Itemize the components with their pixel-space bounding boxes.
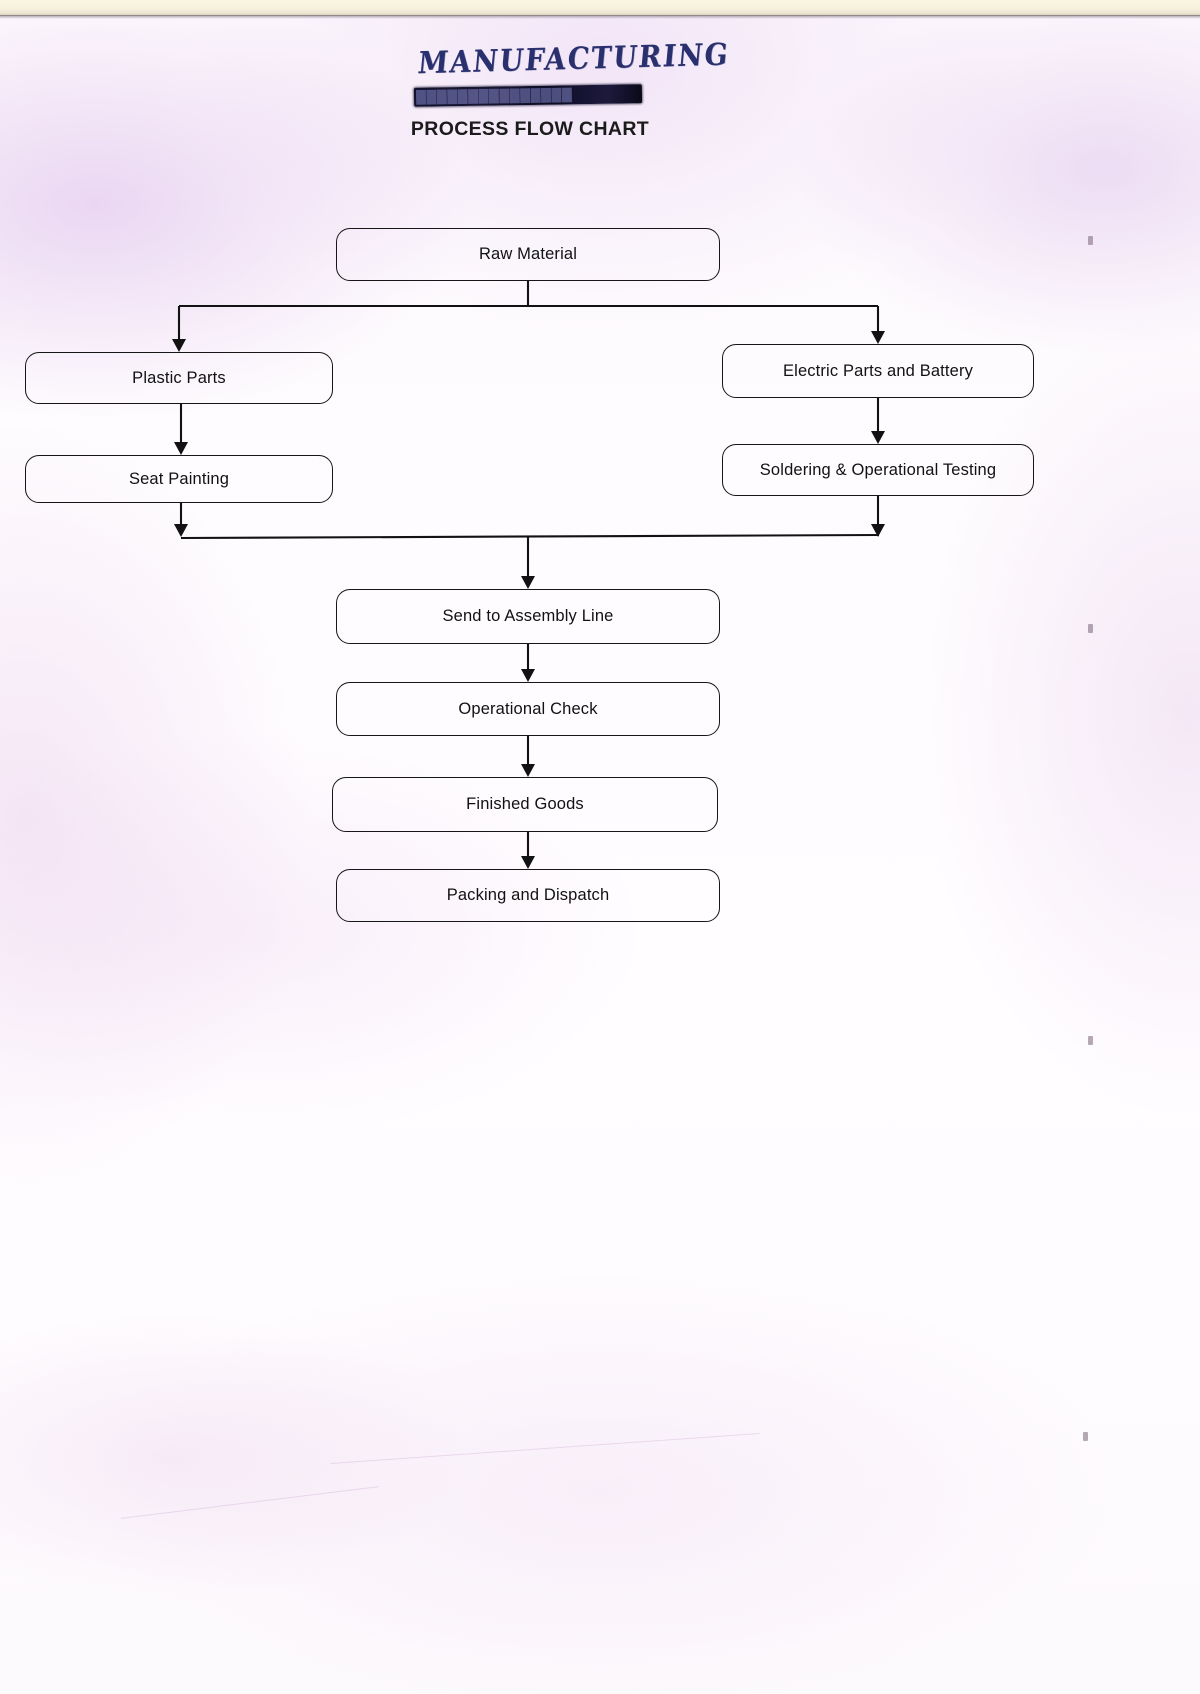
scan-artifact xyxy=(1088,236,1093,245)
page-title: PROCESS FLOW CHART xyxy=(410,118,650,140)
flow-node-send-to-assembly-line[interactable]: Send to Assembly Line xyxy=(336,589,720,644)
flow-node-operational-check[interactable]: Operational Check xyxy=(336,682,720,736)
flow-node-finished-goods[interactable]: Finished Goods xyxy=(332,777,718,832)
flow-node-packing-and-dispatch[interactable]: Packing and Dispatch xyxy=(336,869,720,922)
flow-node-label: Seat Painting xyxy=(128,469,230,488)
flow-node-label: Electric Parts and Battery xyxy=(782,361,974,380)
flow-node-label: Raw Material xyxy=(478,245,578,263)
flow-node-soldering-and-operational-testing[interactable]: Soldering & Operational Testing xyxy=(722,444,1034,496)
scan-artifact xyxy=(1088,1036,1093,1045)
scan-artifact xyxy=(1083,1432,1088,1441)
scanner-edge-shadow xyxy=(0,15,1200,19)
flow-node-label: Soldering & Operational Testing xyxy=(759,460,997,479)
flow-node-label: Send to Assembly Line xyxy=(442,607,614,625)
flow-node-label: Operational Check xyxy=(458,699,598,718)
flow-node-electric-parts-and-battery[interactable]: Electric Parts and Battery xyxy=(722,344,1034,398)
flow-node-label: Packing and Dispatch xyxy=(446,886,610,904)
flow-node-seat-painting[interactable]: Seat Painting xyxy=(25,455,333,503)
flow-node-label: Finished Goods xyxy=(466,795,584,813)
scan-artifact xyxy=(1088,624,1093,633)
flow-node-raw-material[interactable]: Raw Material xyxy=(336,228,720,281)
scanner-top-edge xyxy=(0,0,1200,16)
flow-node-label: Plastic Parts xyxy=(132,368,226,387)
flow-node-plastic-parts[interactable]: Plastic Parts xyxy=(25,352,333,404)
